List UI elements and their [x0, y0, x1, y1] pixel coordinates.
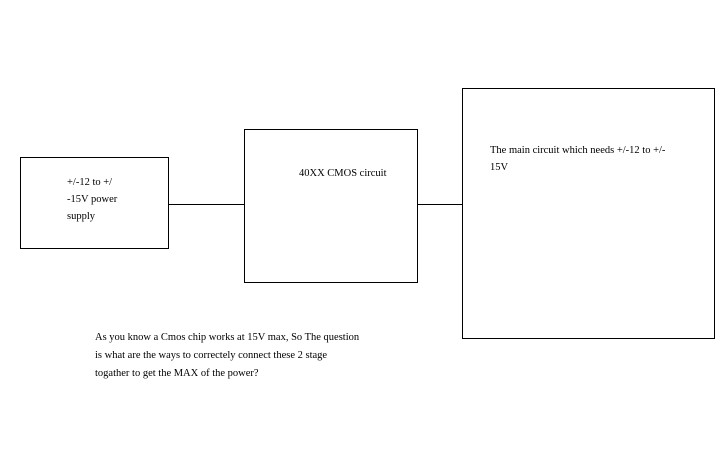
cmos-circuit-label: 40XX CMOS circuit	[299, 168, 387, 179]
question-text: As you know a Cmos chip works at 15V max…	[95, 332, 360, 379]
power-supply-block: +/-12 to +/ -15V power supply	[20, 157, 169, 249]
cmos-circuit-block: 40XX CMOS circuit	[244, 129, 418, 283]
connection-psu-to-cmos	[168, 204, 245, 205]
connection-cmos-to-main	[417, 204, 463, 205]
power-supply-label: +/-12 to +/ -15V power supply	[67, 177, 118, 222]
main-circuit-block: The main circuit which needs +/-12 to +/…	[462, 88, 715, 339]
main-circuit-label: The main circuit which needs +/-12 to +/…	[490, 145, 666, 173]
